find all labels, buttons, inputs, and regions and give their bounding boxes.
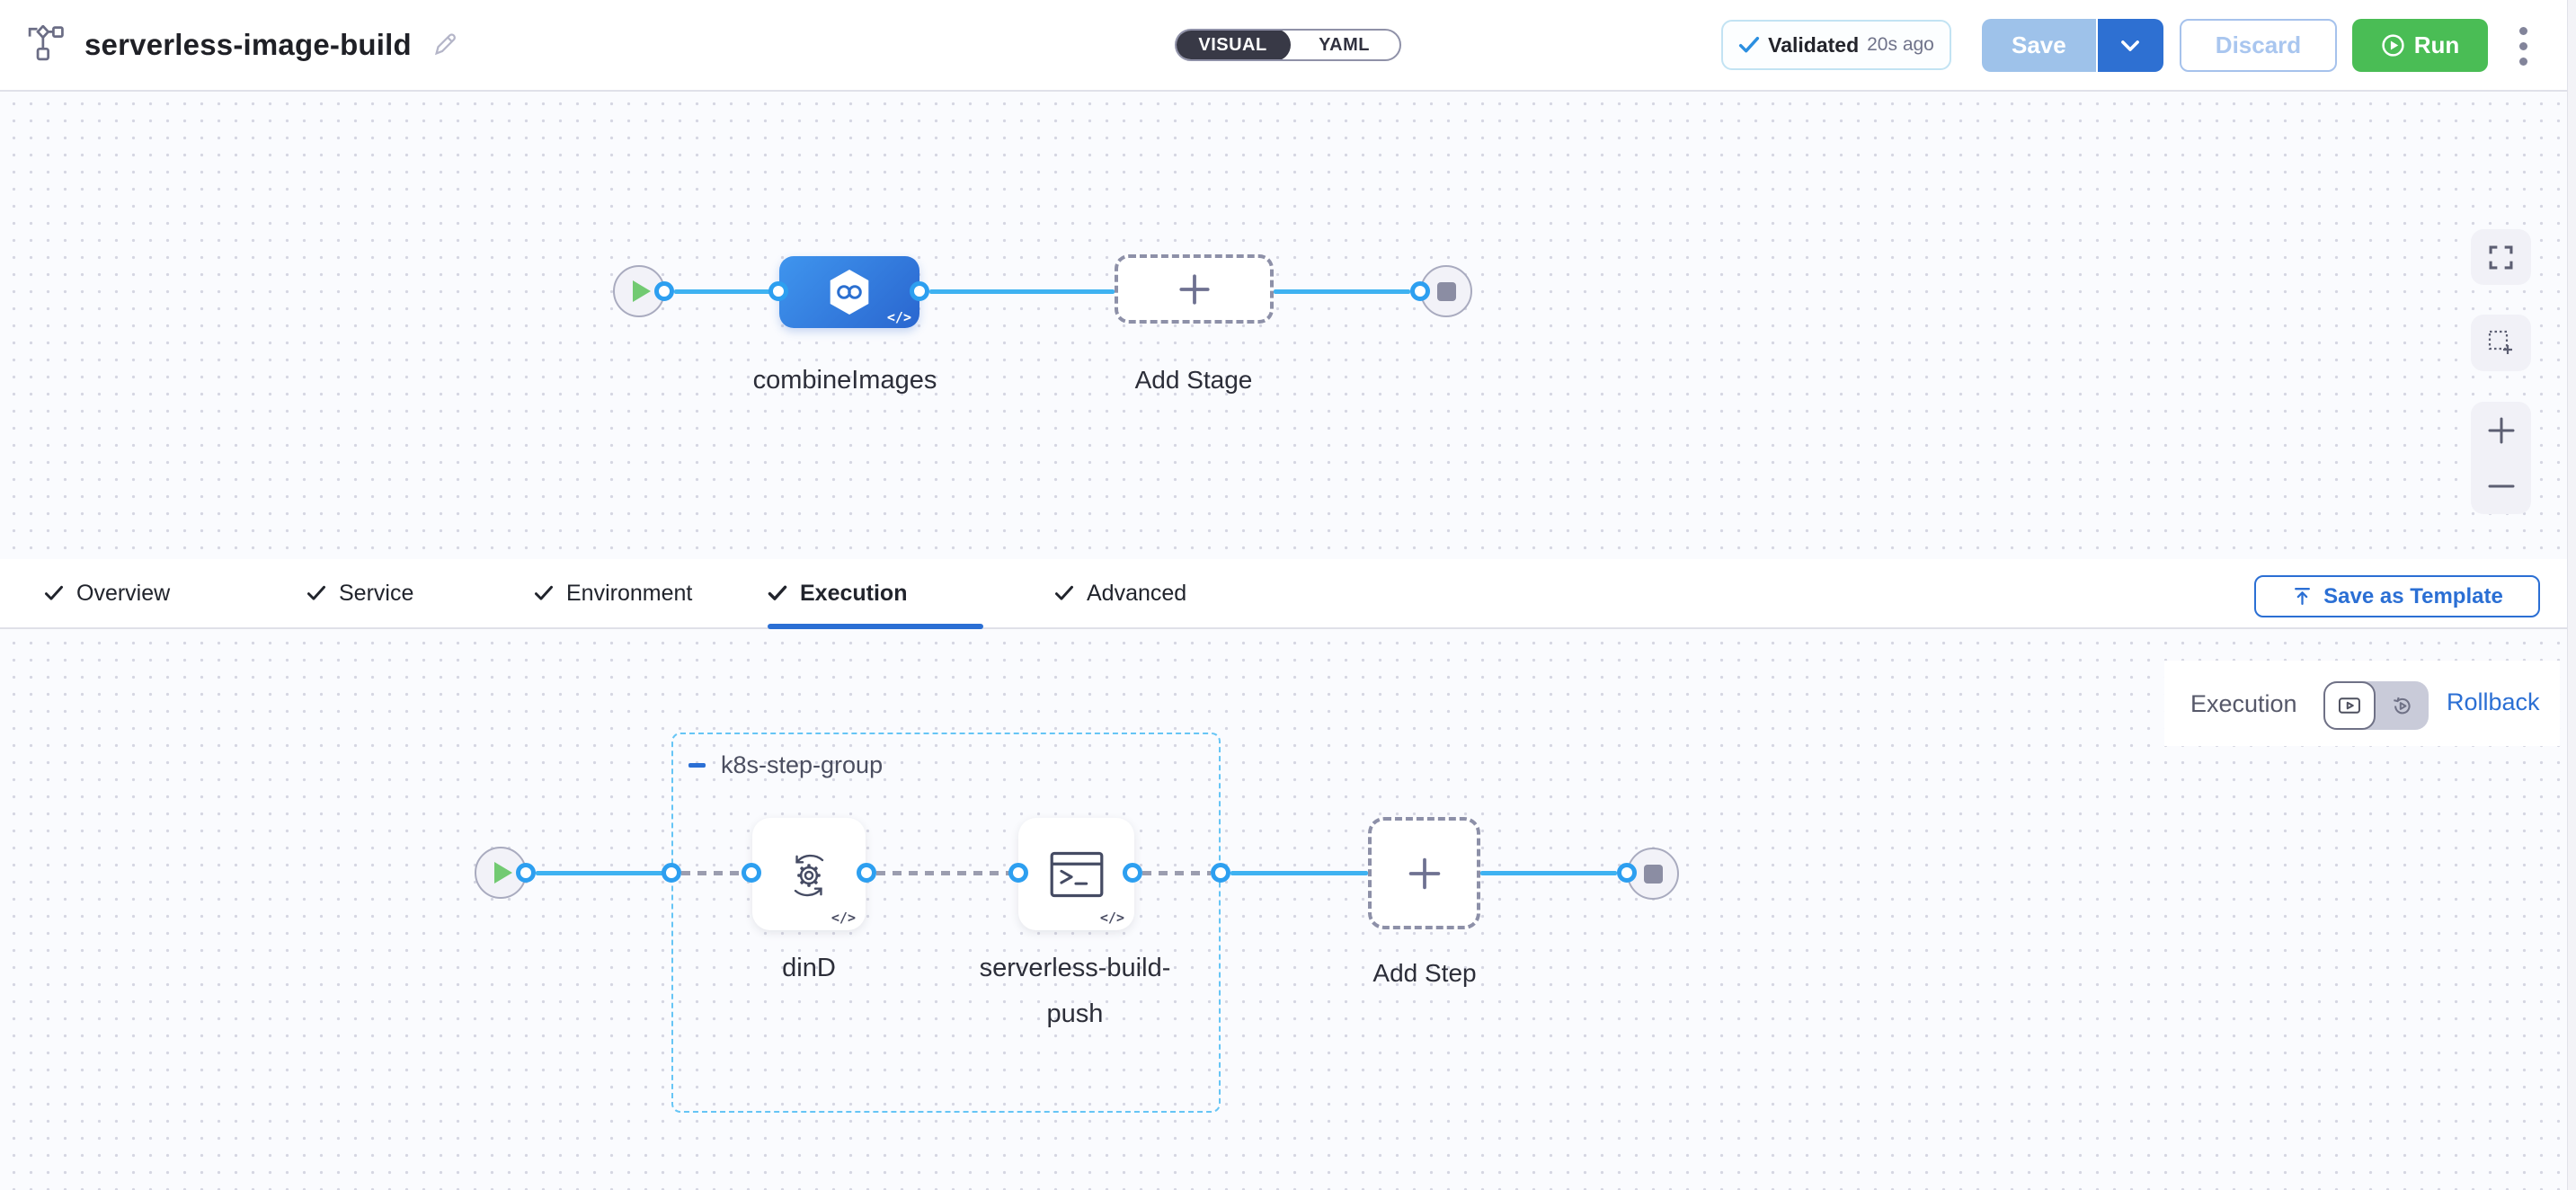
step-in-port <box>742 863 761 883</box>
tab-advanced[interactable]: Advanced <box>1054 559 1186 627</box>
stage-tabbar: Overview Service Environment Execution A… <box>0 559 2576 629</box>
visual-tab[interactable]: VISUAL <box>1177 31 1292 59</box>
end-in-port <box>1617 863 1637 883</box>
pipeline-icon <box>27 23 65 66</box>
stage-label[interactable]: combineImages <box>752 366 937 395</box>
add-stage-label[interactable]: Add Stage <box>1134 366 1253 394</box>
group-in-port <box>662 863 681 883</box>
run-play-icon <box>2382 34 2404 57</box>
start-play-icon <box>633 280 651 302</box>
execution-canvas[interactable]: Execution Rollback k8s-step-group <box>0 629 2576 1190</box>
check-icon <box>1054 585 1074 600</box>
save-split-button: Save <box>1982 19 2163 72</box>
multi-select-button[interactable] <box>2471 315 2531 371</box>
plus-icon <box>1178 273 1210 305</box>
terminal-icon <box>1050 851 1103 897</box>
add-step-button[interactable] <box>1368 817 1480 929</box>
plus-icon <box>1408 857 1440 889</box>
step-code-icon[interactable]: </> <box>1099 910 1124 926</box>
add-stage-button[interactable] <box>1115 254 1274 324</box>
chevron-down-icon <box>2121 40 2140 51</box>
check-icon <box>306 585 326 600</box>
active-tab-underline <box>768 624 983 629</box>
execution-view-button[interactable] <box>2323 681 2376 730</box>
connector <box>1274 289 1410 294</box>
stage-code-icon[interactable]: </> <box>886 309 911 325</box>
run-button[interactable]: Run <box>2352 19 2488 72</box>
connector-dashed <box>681 871 742 875</box>
connector <box>674 289 778 294</box>
check-icon <box>44 585 64 600</box>
edit-title-icon[interactable] <box>431 31 458 58</box>
header: serverless-image-build VISUAL YAML Valid… <box>0 0 2576 92</box>
step-out-port <box>1123 863 1142 883</box>
connector <box>1230 871 1368 875</box>
connector-dashed <box>876 871 1009 875</box>
circular-play-icon <box>2393 697 2411 714</box>
stop-icon <box>1643 864 1663 884</box>
check-icon <box>534 585 554 600</box>
discard-button[interactable]: Discard <box>2180 19 2337 72</box>
tab-execution[interactable]: Execution <box>768 559 907 627</box>
execution-rollback-toggle <box>2323 681 2429 730</box>
validated-badge[interactable]: Validated 20s ago <box>1721 20 1951 70</box>
check-icon <box>768 585 787 600</box>
stage-out-port <box>910 281 929 301</box>
step-group-k8s[interactable] <box>671 733 1221 1113</box>
connector <box>536 871 671 875</box>
step-label-serverless-build-push[interactable]: serverless-build-push <box>979 954 1171 1028</box>
gear-sync-icon <box>794 854 824 896</box>
tab-environment[interactable]: Environment <box>534 559 692 627</box>
stage-canvas[interactable]: </> combineImages Add Stage <box>0 90 2576 559</box>
execution-view-label: Execution <box>2190 690 2297 717</box>
save-options-caret[interactable] <box>2095 19 2163 72</box>
connector <box>1480 871 1617 875</box>
connector <box>929 289 1115 294</box>
yaml-tab[interactable]: YAML <box>1319 34 1370 55</box>
visual-yaml-toggle: VISUAL YAML <box>1175 29 1401 61</box>
tab-overview[interactable]: Overview <box>44 559 170 627</box>
more-options-menu[interactable] <box>2509 22 2536 70</box>
zoom-controls <box>2471 402 2531 514</box>
vertical-scrollbar[interactable] <box>2567 0 2576 1190</box>
rollback-view-button[interactable] <box>2376 681 2428 730</box>
step-group-header: k8s-step-group <box>688 751 883 779</box>
zoom-out-icon[interactable] <box>2487 472 2516 501</box>
step-node-dind[interactable]: </> <box>752 818 866 930</box>
save-button[interactable]: Save <box>1982 19 2096 72</box>
stage-hexagon-icon <box>830 270 869 315</box>
check-icon <box>1739 36 1760 53</box>
start-play-icon <box>494 862 512 884</box>
collapse-group-icon[interactable] <box>688 763 706 768</box>
end-in-port <box>1410 281 1430 301</box>
tab-service[interactable]: Service <box>306 559 413 627</box>
add-step-label[interactable]: Add Step <box>1372 959 1477 987</box>
step-label-dind[interactable]: dinD <box>782 954 836 982</box>
validated-label: Validated <box>1768 32 1860 57</box>
connector-dashed <box>1142 871 1211 875</box>
marquee-select-icon <box>2488 330 2512 354</box>
zoom-in-icon[interactable] <box>2487 416 2516 445</box>
stage-node-combineimages[interactable]: </> <box>779 256 919 328</box>
stage-in-port <box>768 281 788 301</box>
fit-to-screen-button[interactable] <box>2471 229 2531 285</box>
pipeline-title: serverless-image-build <box>84 28 412 61</box>
upload-icon <box>2295 588 2311 605</box>
start-out-port <box>516 863 536 883</box>
run-label: Run <box>2413 31 2460 58</box>
save-as-template-button[interactable]: Save as Template <box>2254 575 2540 617</box>
step-code-icon[interactable]: </> <box>831 910 856 926</box>
step-out-port <box>857 863 876 883</box>
validated-time: 20s ago <box>1867 34 1934 55</box>
play-box-icon <box>2338 697 2360 714</box>
stop-icon <box>1436 281 1456 301</box>
step-node-serverless-build-push[interactable]: </> <box>1018 818 1134 930</box>
step-in-port <box>1008 863 1028 883</box>
fullscreen-icon <box>2489 245 2513 269</box>
step-group-label[interactable]: k8s-step-group <box>721 751 884 778</box>
rollback-link[interactable]: Rollback <box>2447 688 2540 715</box>
start-out-port <box>654 281 674 301</box>
group-out-port <box>1211 863 1230 883</box>
